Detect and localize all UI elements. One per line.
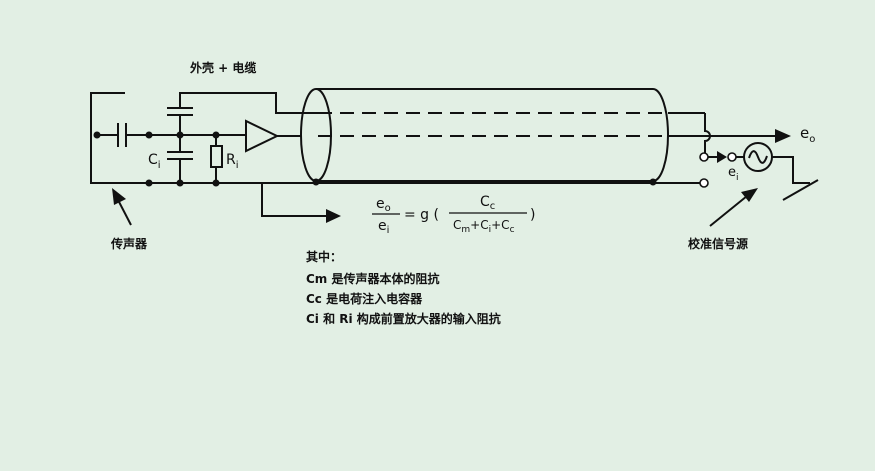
- generator-sine-icon: [748, 150, 768, 164]
- eo-output-label: eo: [800, 124, 815, 145]
- sensor-pointer-line: [116, 197, 132, 226]
- junction-dot: [93, 131, 101, 139]
- ri-resistor: [210, 145, 223, 168]
- note-ci-ri: Ci 和 Ri 构成前置放大器的输入阻抗: [306, 311, 501, 326]
- terminal-ground: [699, 178, 709, 188]
- formula-pointer-line: [261, 183, 328, 217]
- junction-dot: [145, 131, 153, 139]
- notes-heading: 其中：: [306, 249, 342, 264]
- sensor-pointer-arrowhead: [112, 188, 126, 205]
- amplifier-symbol: [245, 119, 280, 153]
- ei-source-label: ei: [728, 165, 739, 183]
- junction-dot: [212, 179, 220, 187]
- output-arrowhead: [775, 129, 791, 143]
- ri-label: Ri: [226, 152, 239, 171]
- sensor-label: 传声器: [110, 236, 148, 251]
- source-pointer-line: [709, 195, 748, 227]
- note-cm: Cm 是传声器本体的阻抗: [306, 271, 440, 286]
- junction-dot: [176, 179, 184, 187]
- terminal-source-top: [699, 152, 709, 162]
- formula-cc: Cc: [480, 194, 495, 212]
- shield-wire-hop: [704, 113, 711, 154]
- source-arrowhead: [717, 151, 727, 163]
- calibration-source-label: 校准信号源: [688, 236, 748, 251]
- junction-dot: [176, 131, 184, 139]
- ci-label: Ci: [148, 152, 161, 171]
- terminal-source-mid: [727, 152, 737, 162]
- formula-denominator: Cm+Ci+Cc: [453, 218, 515, 235]
- source-ground-wire: [772, 156, 810, 184]
- shell-wire: [179, 92, 318, 114]
- junction-dot: [649, 178, 657, 186]
- source-pointer-arrowhead: [741, 188, 758, 202]
- shell-cable-label: 外壳 + 电缆: [190, 60, 256, 75]
- formula-g-open: = g (: [404, 207, 439, 223]
- transfer-formula: eo ei = g ( Cc Cm+Ci+Cc ): [372, 194, 535, 236]
- note-cc: Cc 是电荷注入电容器: [306, 291, 423, 306]
- formula-eo: eo: [376, 196, 391, 214]
- ground-symbol: [782, 179, 819, 201]
- junction-dot: [145, 179, 153, 187]
- formula-close: ): [530, 207, 535, 223]
- junction-dot: [312, 178, 320, 186]
- formula-ei: ei: [378, 218, 389, 236]
- formula-pointer-arrowhead: [326, 209, 341, 223]
- junction-dot: [212, 131, 220, 139]
